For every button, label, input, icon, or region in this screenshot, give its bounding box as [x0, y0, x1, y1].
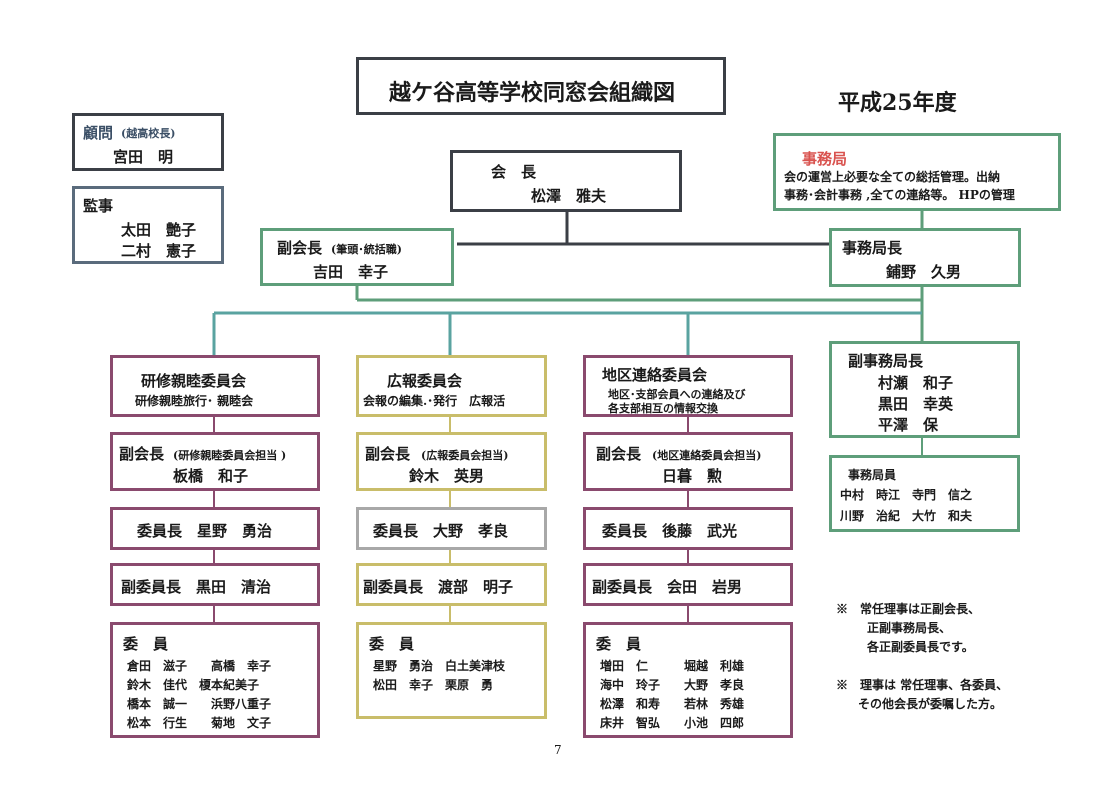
committee-vice-chair-box: 副委員長 黒田 清治 [110, 563, 320, 606]
auditor-name: 太田 艶子 [121, 221, 197, 239]
vice-president-name: 板橋 和子 [173, 467, 249, 485]
vice-president-chief-box: 副会長 (筆頭･統括職) 吉田 幸子 [260, 228, 454, 286]
advisor-name: 宮田 明 [113, 148, 174, 166]
deputy-secretaries-label: 副事務局長 [848, 352, 924, 370]
deputy-secretary-name: 村瀬 和子 [878, 374, 954, 392]
deputy-secretary-name: 黒田 幸英 [878, 395, 954, 413]
committee-vice-chair: 副委員長 会田 岩男 [592, 578, 743, 596]
committee-members-box: 委 員 星野 勇治 白土美津枝 松田 幸子 栗原 勇 [356, 622, 547, 719]
deputy-secretaries-box: 副事務局長 村瀬 和子 黒田 幸英 平澤 保 [829, 341, 1020, 438]
member-row: 橋本 誠一 浜野八重子 [127, 697, 272, 711]
member-row: 鈴木 佳代 榎本紀美子 [127, 678, 260, 692]
auditors-box: 監事 太田 艶子 二村 憲子 [72, 186, 224, 264]
committee-vice-chair: 副委員長 渡部 明子 [363, 578, 514, 596]
note-line: その他会長が委嘱した方。 [858, 697, 1003, 711]
committee-desc: 研修親睦旅行･ 親睦会 [135, 394, 254, 408]
vice-president-note: (広報委員会担当) [421, 449, 509, 462]
member-row: 松田 幸子 栗原 勇 [373, 678, 494, 692]
fiscal-year: 平成25年度 [838, 90, 957, 116]
vice-president-label: 副会長 [365, 445, 411, 463]
staff-row: 川野 治紀 大竹 和夫 [840, 509, 973, 523]
committee-chair: 委員長 後藤 武光 [602, 522, 738, 540]
member-row: 松本 行生 菊地 文子 [127, 716, 272, 730]
secretary-general-name: 鋪野 久男 [886, 263, 962, 281]
note-line: 正副事務局長、 [867, 621, 952, 635]
auditors-label: 監事 [83, 197, 114, 215]
committee-chair-box: 委員長 大野 孝良 [356, 507, 547, 550]
members-label: 委 員 [369, 635, 415, 653]
committee-header-box: 広報委員会 会報の編集.･発行 広報活 [356, 355, 547, 417]
committee-vice-president-box: 副会長 (広報委員会担当) 鈴木 英男 [356, 432, 547, 491]
committee-desc: 地区･支部会員への連絡及び [608, 388, 746, 401]
committee-members-box: 委 員 増田 仁 堀越 利雄 海中 玲子 大野 孝良 松澤 和寿 若林 秀雄 床… [583, 622, 793, 738]
vice-president-note: (地区連絡委員会担当) [652, 449, 762, 462]
president-label: 会 長 [491, 163, 537, 181]
secretariat-label: 事務局 [802, 150, 848, 168]
secretariat-desc: 会の運営上必要な全ての総括管理。出納 [784, 170, 1001, 184]
vice-president-label: 副会長 [119, 445, 165, 463]
secretariat-desc: 事務･会計事務 ,全ての連絡等。 HPの管理 [784, 188, 1015, 202]
committee-vice-president-box: 副会長 (地区連絡委員会担当) 日暮 勲 [583, 432, 793, 491]
note-line: 各正副委員長です。 [867, 640, 974, 654]
committee-members-box: 委 員 倉田 滋子 高橋 幸子 鈴木 佳代 榎本紀美子 橋本 誠一 浜野八重子 … [110, 622, 320, 738]
committee-chair-box: 委員長 星野 勇治 [110, 507, 320, 550]
title-box: 越ケ谷高等学校同窓会組織図 [356, 57, 726, 115]
committee-header-box: 地区連絡委員会 地区･支部会員への連絡及び 各支部相互の情報交換 [583, 355, 793, 417]
page-number: 7 [554, 743, 562, 757]
member-row: 星野 勇治 白土美津枝 [373, 659, 506, 673]
note-line: ※ 理事は 常任理事、各委員、 [836, 678, 1009, 692]
auditor-name: 二村 憲子 [121, 242, 197, 260]
committee-vice-chair: 副委員長 黒田 清治 [121, 578, 272, 596]
advisor-note: (越高校長) [121, 127, 176, 140]
committee-vice-chair-box: 副委員長 渡部 明子 [356, 563, 547, 606]
secretariat-staff-box: 事務局員 中村 時江 寺門 信之 川野 治紀 大竹 和夫 [829, 455, 1020, 532]
committee-vice-chair-box: 副委員長 会田 岩男 [583, 563, 793, 606]
secretary-general-label: 事務局長 [842, 239, 903, 257]
member-row: 海中 玲子 大野 孝良 [600, 678, 745, 692]
member-row: 松澤 和寿 若林 秀雄 [600, 697, 745, 711]
secretariat-box: 事務局 会の運営上必要な全ての総括管理。出納 事務･会計事務 ,全ての連絡等。 … [773, 133, 1061, 211]
deputy-secretary-name: 平澤 保 [878, 416, 939, 434]
vice-president-name: 日暮 勲 [662, 467, 723, 485]
president-name: 松澤 雅夫 [531, 187, 607, 205]
committee-name: 地区連絡委員会 [602, 366, 708, 384]
member-row: 増田 仁 堀越 利雄 [600, 659, 745, 673]
committee-chair: 委員長 大野 孝良 [373, 522, 509, 540]
committee-chair: 委員長 星野 勇治 [137, 522, 273, 540]
members-label: 委 員 [596, 635, 642, 653]
advisor-label: 顧問 [83, 124, 114, 142]
president-box: 会 長 松澤 雅夫 [450, 150, 682, 212]
member-row: 床井 智弘 小池 四郎 [600, 716, 745, 730]
vice-president-name: 鈴木 英男 [409, 467, 485, 485]
vp-chief-note: (筆頭･統括職) [331, 243, 402, 256]
committee-header-box: 研修親睦委員会 研修親睦旅行･ 親睦会 [110, 355, 320, 417]
vp-chief-name: 吉田 幸子 [313, 263, 389, 281]
committee-name: 研修親睦委員会 [141, 372, 247, 390]
committee-chair-box: 委員長 後藤 武光 [583, 507, 793, 550]
staff-row: 中村 時江 寺門 信之 [840, 488, 973, 502]
vp-chief-label: 副会長 [277, 239, 323, 257]
page-title: 越ケ谷高等学校同窓会組織図 [389, 80, 676, 106]
committee-desc: 会報の編集.･発行 広報活 [363, 394, 506, 408]
vice-president-label: 副会長 [596, 445, 642, 463]
committee-vice-president-box: 副会長 (研修親睦委員会担当 ) 板橋 和子 [110, 432, 320, 491]
advisor-box: 顧問 (越高校長) 宮田 明 [72, 113, 224, 171]
note-line: ※ 常任理事は正副会長、 [836, 602, 981, 616]
member-row: 倉田 滋子 高橋 幸子 [127, 659, 272, 673]
committee-name: 広報委員会 [387, 372, 463, 390]
vice-president-note: (研修親睦委員会担当 ) [173, 449, 287, 462]
committee-desc: 各支部相互の情報交換 [608, 402, 718, 415]
staff-label: 事務局員 [848, 468, 897, 482]
members-label: 委 員 [123, 635, 169, 653]
secretary-general-box: 事務局長 鋪野 久男 [829, 228, 1021, 287]
